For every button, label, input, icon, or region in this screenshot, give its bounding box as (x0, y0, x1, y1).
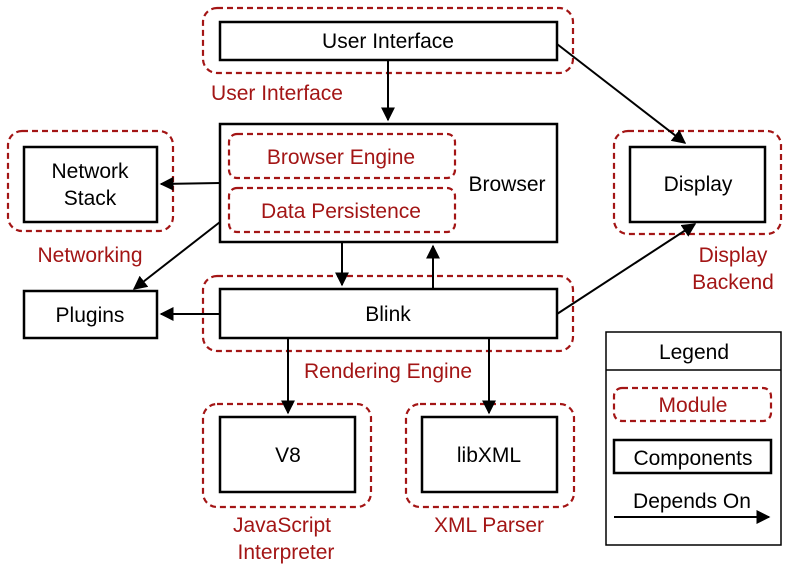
legend-components-label: Components (633, 447, 752, 470)
legend-title: Legend (659, 341, 729, 364)
blink-to-display-arrow (556, 223, 697, 315)
browser-engine-module (227, 132, 457, 180)
legend-components-swatch (612, 438, 773, 475)
user-interface-component (218, 20, 559, 62)
xml-parser-label: XML Parser (434, 514, 544, 537)
network-stack-label-line1: Network (51, 160, 129, 183)
v8-component (218, 415, 357, 494)
display-backend-label-line1: Display (699, 244, 768, 267)
javascript-interpreter-label-line1: JavaScript (233, 514, 331, 537)
data-persistence-label: Data Persistence (261, 200, 421, 223)
display-component (628, 145, 767, 224)
legend-depends-on-label: Depends On (633, 490, 751, 513)
legend-frame (605, 331, 782, 546)
display-label: Display (664, 173, 733, 196)
legend-module-label: Module (659, 394, 728, 417)
browser-to-plugins-arrow (132, 221, 221, 290)
network-stack-label-line2: Stack (64, 187, 117, 210)
networking-module-label: Networking (37, 244, 142, 267)
user-interface-module-label: User Interface (211, 82, 343, 105)
browser-to-network-arrow (159, 176, 221, 191)
plugins-component (22, 289, 159, 340)
network-stack-component (22, 145, 159, 224)
javascript-interpreter-label-line2: Interpreter (238, 541, 335, 564)
legend: Legend Module Components Depends On (605, 331, 782, 546)
v8-label: V8 (275, 444, 301, 467)
ui-to-display-arrow (556, 43, 687, 144)
legend-module-swatch (612, 386, 773, 423)
browser-engine-label: Browser Engine (267, 146, 415, 169)
libxml-label: libXML (457, 444, 521, 467)
blink-label: Blink (365, 303, 411, 326)
browser-label: Browser (468, 173, 545, 196)
rendering-engine-label: Rendering Engine (304, 360, 472, 383)
libxml-component (420, 415, 559, 494)
plugins-label: Plugins (56, 304, 125, 327)
user-interface-label: User Interface (322, 30, 454, 53)
display-backend-label-line2: Backend (692, 271, 774, 294)
data-persistence-module (227, 186, 457, 234)
